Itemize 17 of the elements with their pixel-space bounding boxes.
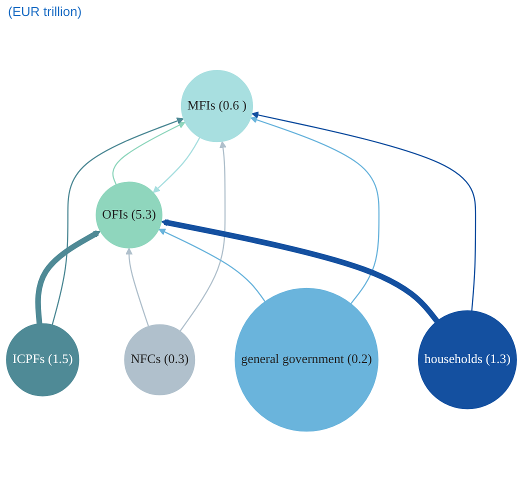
arrow [52, 117, 184, 325]
node-circle: OFIs (5.3) [96, 181, 162, 248]
arrow [180, 140, 226, 332]
arrow [35, 230, 101, 324]
node-circle: MFIs (0.6 ) [180, 70, 254, 142]
arrow [161, 218, 440, 323]
arrow [250, 116, 380, 304]
arrow [251, 111, 476, 311]
node-circle: general government (0.2) [234, 288, 378, 432]
node-circle: households (1.3) [418, 310, 517, 409]
node-circle: NFCs (0.3) [124, 324, 196, 395]
arrow [112, 122, 186, 185]
arrow [126, 247, 150, 326]
unit-note: (EUR trillion) [8, 4, 83, 19]
node-circle: ICPFs (1.5) [6, 322, 80, 396]
arrow [152, 136, 200, 193]
arrow [158, 228, 266, 302]
